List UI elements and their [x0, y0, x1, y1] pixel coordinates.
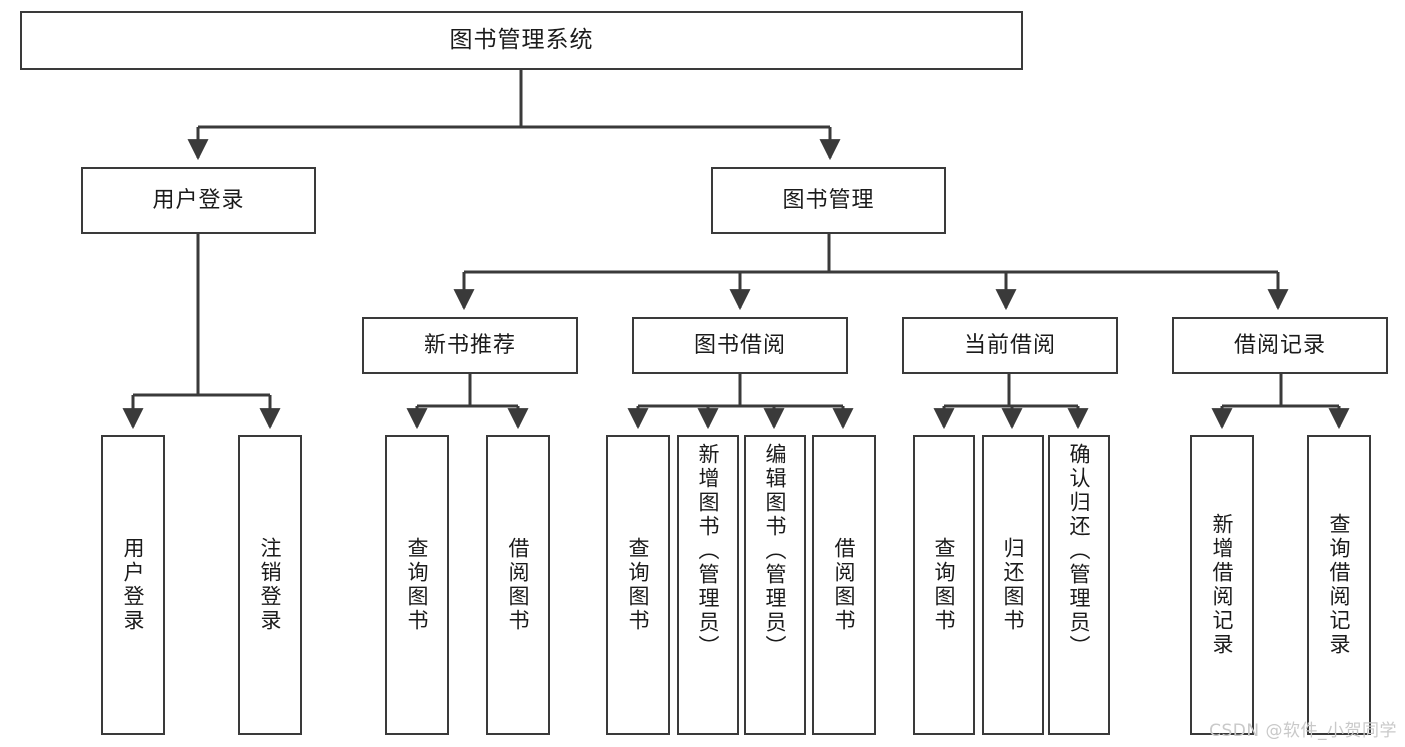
node-book-borrow[interactable]: 图书借阅: [632, 317, 848, 374]
node-user-login[interactable]: 用户登录: [81, 167, 316, 234]
node-label: 借阅记录: [1233, 332, 1326, 358]
node-label: 借阅图书: [506, 537, 531, 633]
node-leaf-return-book[interactable]: 归还图书: [982, 435, 1044, 735]
node-label: 确认归还（管理员）: [1067, 443, 1092, 659]
node-leaf-query-borrow-record[interactable]: 查询借阅记录: [1307, 435, 1371, 735]
node-label: 查询图书: [405, 537, 430, 633]
node-label: 新书推荐: [423, 332, 516, 358]
node-label: 编辑图书（管理员）: [763, 443, 788, 659]
node-current-borrow[interactable]: 当前借阅: [902, 317, 1118, 374]
node-leaf-borrow-book-recommend[interactable]: 借阅图书: [486, 435, 550, 735]
node-label: 用户登录: [152, 187, 245, 213]
node-leaf-query-book-current[interactable]: 查询图书: [913, 435, 975, 735]
node-label: 新增图书（管理员）: [696, 443, 721, 659]
node-leaf-query-book-borrow[interactable]: 查询图书: [606, 435, 670, 735]
node-label: 新增借阅记录: [1210, 513, 1235, 657]
node-leaf-edit-book-admin[interactable]: 编辑图书（管理员）: [744, 435, 806, 735]
node-borrow-record[interactable]: 借阅记录: [1172, 317, 1388, 374]
node-label: 查询图书: [626, 537, 651, 633]
node-book-management[interactable]: 图书管理: [711, 167, 946, 234]
node-label: 图书管理系统: [449, 26, 594, 53]
node-label: 图书管理: [782, 187, 875, 213]
node-label: 借阅图书: [832, 537, 857, 633]
node-label: 查询图书: [932, 537, 957, 633]
node-label: 注销登录: [258, 537, 283, 633]
node-leaf-add-book-admin[interactable]: 新增图书（管理员）: [677, 435, 739, 735]
node-label: 归还图书: [1001, 537, 1026, 633]
node-new-book-recommend[interactable]: 新书推荐: [362, 317, 578, 374]
node-leaf-query-book-recommend[interactable]: 查询图书: [385, 435, 449, 735]
node-label: 查询借阅记录: [1327, 513, 1352, 657]
node-label: 用户登录: [121, 537, 146, 633]
node-leaf-borrow-book-borrow[interactable]: 借阅图书: [812, 435, 876, 735]
node-leaf-logout-login[interactable]: 注销登录: [238, 435, 302, 735]
node-root-book-management-system[interactable]: 图书管理系统: [20, 11, 1023, 70]
node-label: 当前借阅: [963, 332, 1056, 358]
node-label: 图书借阅: [693, 332, 786, 358]
csdn-watermark: CSDN @软件_小贺同学: [1209, 721, 1397, 741]
node-leaf-confirm-return-admin[interactable]: 确认归还（管理员）: [1048, 435, 1110, 735]
node-leaf-add-borrow-record[interactable]: 新增借阅记录: [1190, 435, 1254, 735]
node-leaf-user-login[interactable]: 用户登录: [101, 435, 165, 735]
